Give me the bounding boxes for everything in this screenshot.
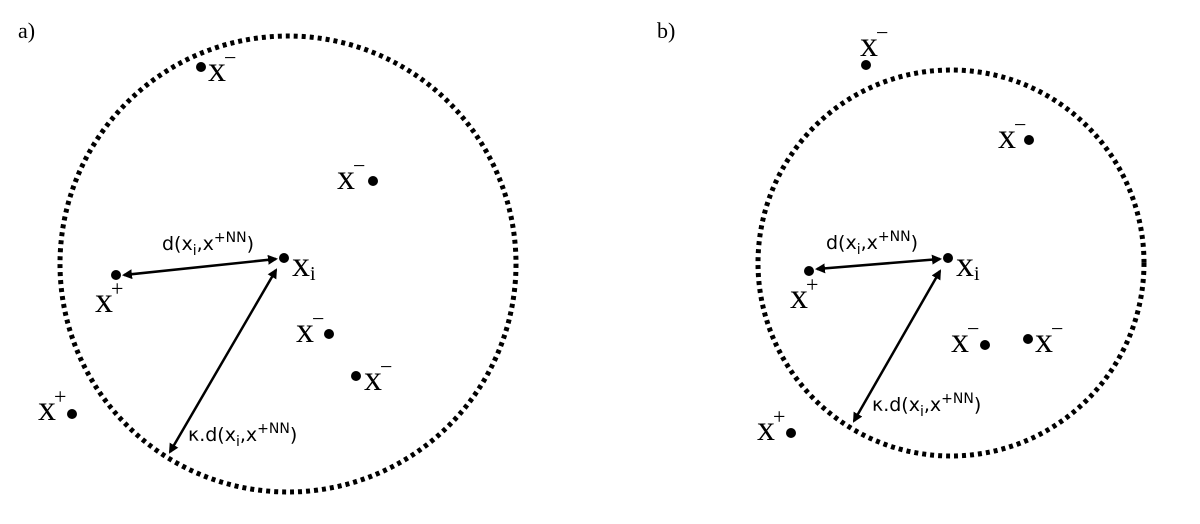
panel-b-neg-point: x− <box>951 316 990 360</box>
panel-b-d-arrow <box>815 254 942 274</box>
pos-label: x+ <box>95 276 123 320</box>
dot <box>67 409 77 419</box>
panel-a: a) xi x− x− <box>18 18 519 495</box>
panel-b-neighborhood-circle <box>755 67 1147 459</box>
panel-a-kd-arrow <box>168 268 278 454</box>
dot <box>786 428 796 438</box>
neg-label: x− <box>951 316 979 360</box>
panel-a-d-label: d(xi,x+NN) <box>162 230 254 259</box>
dot <box>1024 135 1034 145</box>
neg-label: x− <box>364 354 392 398</box>
panel-a-pos-point: x+ <box>38 384 77 428</box>
panel-b-neg-point: x− <box>1023 316 1063 360</box>
panel-b-d-label: d(xi,x+NN) <box>826 229 918 258</box>
panel-a-neg-point: x− <box>296 306 334 350</box>
panel-b-neg-point: x− <box>998 112 1034 156</box>
neg-label: x− <box>998 112 1026 156</box>
dot <box>943 253 953 263</box>
panel-a-neg-point: x− <box>337 153 378 197</box>
panel-a-pos-point: x+ <box>95 270 123 320</box>
panel-a-kd-label: κ.d(xi,x+NN) <box>188 421 297 450</box>
neg-label: x− <box>1035 316 1063 360</box>
panel-b-kd-arrow <box>852 269 942 423</box>
neg-label: x− <box>860 20 888 64</box>
panel-b-pos-point: x+ <box>757 404 796 448</box>
xi-label: xi <box>956 244 980 285</box>
panel-a-label: a) <box>18 18 35 43</box>
xi-label: xi <box>292 244 316 285</box>
dot <box>196 62 206 72</box>
panel-b-xi-point: xi <box>943 244 980 285</box>
panel-b-label: b) <box>657 18 675 43</box>
panel-a-d-arrow <box>122 254 278 280</box>
panel-a-neg-point: x− <box>196 45 236 89</box>
panel-a-xi-point: xi <box>279 244 316 285</box>
dot <box>861 60 871 70</box>
pos-label: x+ <box>38 384 66 428</box>
panel-b-kd-label: κ.d(xi,x+NN) <box>872 391 981 420</box>
panel-a-neg-point: x− <box>351 354 392 398</box>
dot <box>111 270 121 280</box>
neg-label: x− <box>208 45 236 89</box>
pos-label: x+ <box>757 404 785 448</box>
dot <box>1023 334 1033 344</box>
panel-b-neg-point: x− <box>860 20 888 70</box>
dot <box>279 253 289 263</box>
dot <box>368 176 378 186</box>
panel-b-pos-point: x+ <box>790 266 818 316</box>
dot <box>324 329 334 339</box>
neg-label: x− <box>337 153 365 197</box>
panel-b: b) xi x− x− <box>657 18 1147 459</box>
panel-a-neighborhood-circle <box>57 33 519 495</box>
neg-label: x− <box>296 306 324 350</box>
dot <box>351 371 361 381</box>
pos-label: x+ <box>790 272 818 316</box>
dot <box>980 340 990 350</box>
dot <box>804 266 814 276</box>
